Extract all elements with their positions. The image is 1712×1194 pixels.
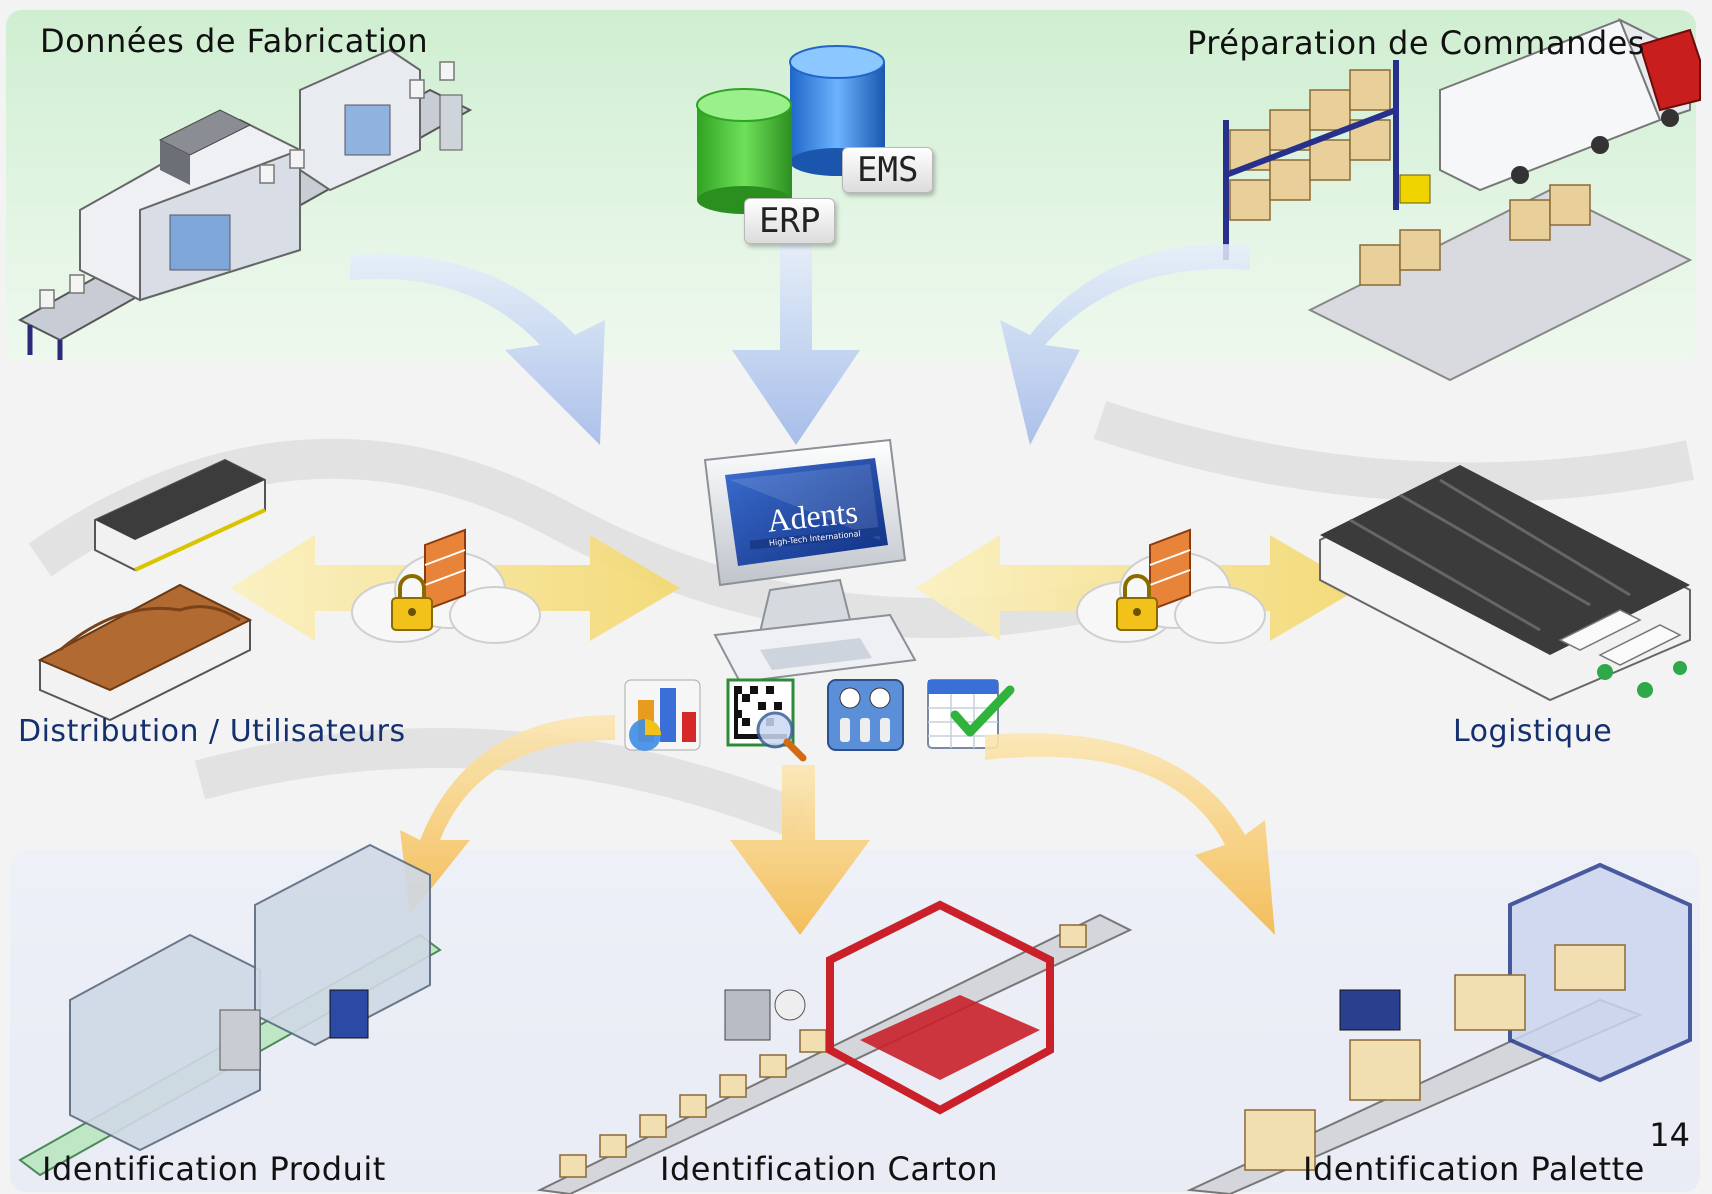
manufacturing-data-title: Données de Fabrication: [40, 22, 429, 60]
distribution-buildings-illustration: [37, 458, 266, 722]
central-computer-icon: [703, 438, 917, 684]
control-panel-icon: [827, 679, 904, 751]
order-preparation-title: Préparation de Commandes: [1187, 24, 1646, 62]
carton-identification-illustration: [536, 900, 1133, 1194]
arrow-manufacturing-to-system: [350, 254, 605, 445]
calendar-check-icon: [927, 679, 1015, 749]
chart-report-icon: [624, 679, 701, 751]
datamatrix-scan-icon: [726, 678, 807, 762]
carton-identification-label: Identification Carton: [660, 1150, 998, 1188]
product-identification-illustration: [18, 843, 442, 1177]
order-preparation-illustration: [1223, 17, 1701, 382]
logistics-label: Logistique: [1453, 714, 1613, 749]
lock-right-icon: [1116, 574, 1158, 631]
database-erp-icon: [696, 88, 792, 214]
logistics-warehouse-illustration: [1319, 465, 1691, 702]
erp-database-label: ERP: [744, 198, 836, 244]
distribution-users-label: Distribution / Utilisateurs: [18, 714, 406, 749]
pallet-identification-label: Identification Palette: [1303, 1150, 1645, 1188]
arrow-system-to-carton: [730, 765, 870, 935]
arrow-database-to-system: [732, 240, 860, 445]
lock-left-icon: [391, 574, 433, 631]
firewall-right-icon: [1149, 528, 1191, 612]
arrow-system-to-pallet: [985, 733, 1275, 935]
page-number: 14: [1649, 1116, 1690, 1154]
arrow-orders-to-system: [1000, 244, 1250, 445]
product-identification-label: Identification Produit: [42, 1150, 386, 1188]
ems-database-label: EMS: [842, 147, 934, 193]
manufacturing-line-illustration: [17, 48, 473, 360]
pallet-identification-illustration: [1186, 862, 1692, 1194]
